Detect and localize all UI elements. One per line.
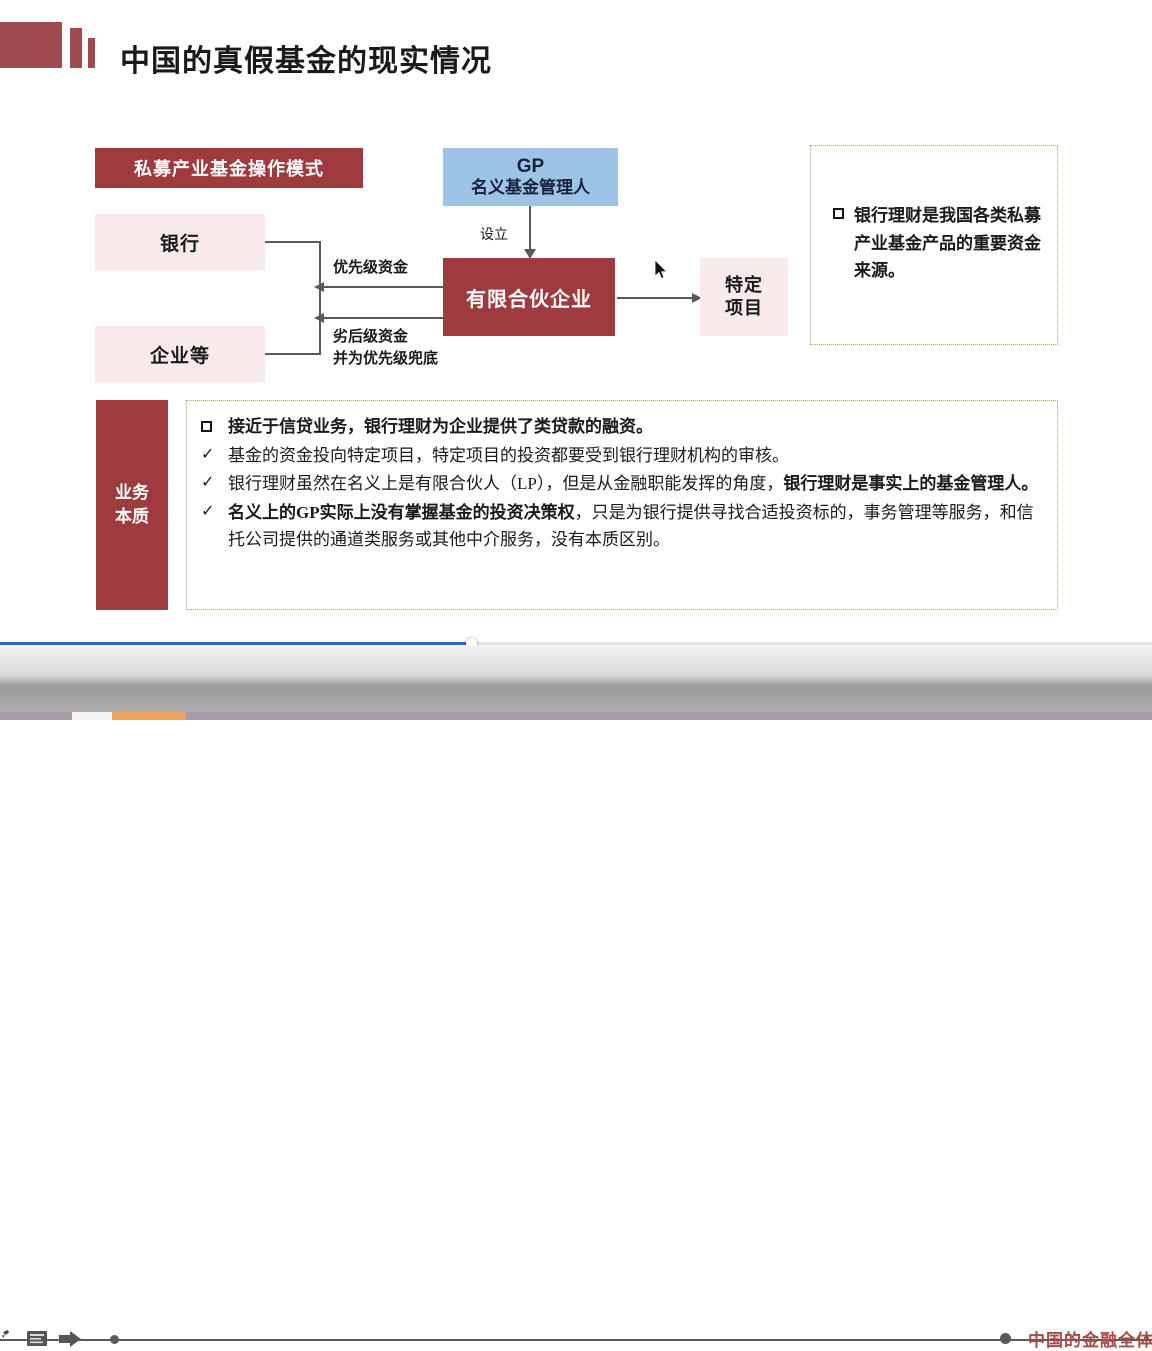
callout-right-text: 银行理财是我国各类私募产业基金产品的重要资金来源。 — [854, 206, 1041, 281]
bullet-text-2: 基金的资金投向特定项目，特定项目的投资都要受到银行理财机构的审核。 — [228, 445, 789, 465]
project-arrow-line — [617, 297, 699, 299]
slide-canvas: 中国的真假基金的现实情况 私募产业基金操作模式 银行 企业等 GP 名义基金管理… — [0, 0, 1152, 636]
mouse-cursor-icon — [654, 259, 668, 280]
gp-subtitle: 名义基金管理人 — [471, 178, 590, 198]
bottom-strip-white-segment — [72, 712, 112, 720]
essence-tab-line1: 业务 — [115, 483, 149, 503]
bullet-text-1: 接近于信贷业务，银行理财为企业提供了类贷款的融资。 — [228, 417, 653, 436]
toolbar-divider-line — [0, 1339, 1152, 1341]
subordinate-capital-label-line2: 并为优先级兜底 — [333, 351, 439, 367]
arrow-right-icon[interactable] — [58, 1329, 84, 1349]
bottom-strip-orange-segment — [112, 712, 186, 720]
toolbar-dot-left — [110, 1335, 119, 1344]
subordinate-capital-arrow-line — [316, 317, 443, 319]
bullet-text-3-strong: 银行理财是事实上的基金管理人。 — [783, 474, 1039, 494]
check-icon: ✓ — [201, 474, 215, 492]
callout-right-panel: 银行理财是我国各类私募产业基金产品的重要资金来源。 — [810, 145, 1058, 345]
bracket-top-line — [265, 241, 320, 243]
note-icon[interactable] — [26, 1329, 50, 1349]
project-arrow-head — [692, 293, 702, 303]
footer-course-title: 中国的金融全体 — [1028, 1331, 1152, 1350]
subordinate-capital-arrow-head — [314, 313, 324, 323]
square-bullet-shape — [201, 421, 212, 432]
gp-title: GP — [516, 155, 545, 177]
diagram-box-project: 特定 项目 — [700, 258, 788, 336]
list-item: 接近于信贷业务，银行理财为企业提供了类贷款的融资。 — [201, 413, 1047, 441]
priority-capital-label: 优先级资金 — [333, 260, 409, 276]
toolbar-dot-right — [1000, 1333, 1011, 1344]
diagram-box-gp: GP 名义基金管理人 — [443, 148, 618, 206]
check-icon: ✓ — [201, 445, 215, 463]
square-bullet-icon — [833, 208, 844, 219]
list-item: ✓ 名义上的GP实际上没有掌握基金的投资决策权，只是为银行提供寻找合适投资标的，… — [201, 499, 1047, 554]
setup-arrow-head — [524, 249, 536, 259]
title-accent-block-medium — [70, 28, 82, 68]
callout-bottom-panel: 接近于信贷业务，银行理财为企业提供了类贷款的融资。 ✓ 基金的资金投向特定项目，… — [186, 400, 1058, 610]
bullet-text-3-plain: 银行理财虽然在名义上是有限合伙人（LP），但是从金融职能发挥的角度， — [228, 474, 784, 494]
pen-icon[interactable] — [2, 1329, 20, 1349]
essence-tab-line2: 本质 — [115, 507, 149, 526]
bullet-text-4-plain: ，只是为银行提供寻找合适投资标的，事务管理等服务，和信托公司提供的通道类服务或其… — [228, 502, 1034, 550]
setup-label: 设立 — [480, 228, 508, 243]
subordinate-capital-label-line1: 劣后级资金 — [333, 329, 409, 345]
bottom-strip — [0, 712, 1152, 720]
bracket-vertical-line — [319, 241, 321, 355]
setup-arrow-line — [529, 206, 531, 252]
priority-capital-arrow-head — [314, 282, 324, 292]
priority-capital-arrow-line — [316, 286, 443, 288]
list-item: ✓ 基金的资金投向特定项目，特定项目的投资都要受到银行理财机构的审核。 — [201, 442, 1047, 470]
title-accent-block-small — [88, 38, 95, 68]
bracket-bottom-line — [265, 353, 320, 355]
square-bullet-icon — [201, 413, 219, 441]
diagram-box-enterprise: 企业等 — [95, 326, 265, 382]
diagram-banner: 私募产业基金操作模式 — [95, 148, 363, 188]
diagram-box-bank: 银行 — [95, 214, 265, 270]
list-item: ✓ 银行理财虽然在名义上是有限合伙人（LP），但是从金融职能发挥的角度，银行理财… — [201, 470, 1047, 498]
bullet-text-4-strong: 名义上的GP实际上没有掌握基金的投资决策权 — [228, 502, 575, 522]
project-label-line2: 项目 — [725, 298, 763, 318]
bullet-list: 接近于信贷业务，银行理财为企业提供了类贷款的融资。 ✓ 基金的资金投向特定项目，… — [201, 413, 1047, 555]
check-icon: ✓ — [201, 502, 215, 520]
bullet-text-3: 银行理财虽然在名义上是有限合伙人（LP），但是从金融职能发挥的角度，银行理财是事… — [228, 470, 1038, 498]
title-accent-block-large — [0, 22, 62, 68]
bullet-text-4: 名义上的GP实际上没有掌握基金的投资决策权，只是为银行提供寻找合适投资标的，事务… — [228, 499, 1047, 554]
project-label-line1: 特定 — [725, 274, 763, 295]
video-progress-knob[interactable] — [466, 638, 477, 649]
player-toolbar: 中国的金融全体 — [0, 645, 1152, 1350]
video-progress-track[interactable] — [0, 638, 1152, 649]
diagram-box-limited-partnership: 有限合伙企业 — [443, 258, 615, 336]
essence-tab: 业务 本质 — [96, 400, 168, 610]
page-title: 中国的真假基金的现实情况 — [120, 45, 492, 78]
video-progress-fill — [0, 642, 472, 645]
